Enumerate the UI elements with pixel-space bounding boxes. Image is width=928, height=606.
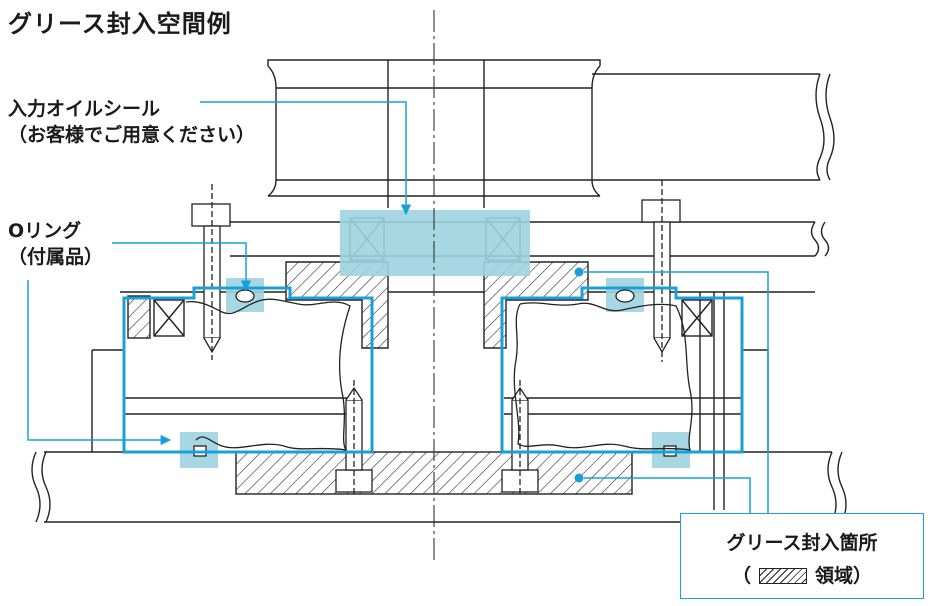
page-title: グリース封入空間例 — [8, 10, 232, 38]
legend-title: グリース封入箇所 — [726, 532, 878, 554]
grease-regions — [180, 210, 690, 468]
grease-boundary — [122, 286, 744, 454]
upper-housing — [267, 59, 835, 208]
o-ring-note: （付属品） — [8, 246, 104, 268]
legend-open-paren: （ — [731, 565, 751, 587]
input-oil-seal-label: 入力オイルシール — [8, 98, 161, 120]
callout-leaders — [27, 101, 769, 513]
legend-region-label: 領域） — [815, 565, 873, 587]
break-lines — [185, 298, 693, 451]
o-ring-label: Oリング — [8, 220, 82, 242]
input-oil-seal-note: （お客様でご用意ください） — [8, 124, 256, 146]
hatch-swatch — [759, 568, 807, 584]
o-rings — [193, 289, 677, 457]
bolts — [191, 180, 681, 496]
legend-row: （ 領域） — [681, 561, 923, 588]
legend-box: グリース封入箇所 （ 領域） — [680, 513, 924, 599]
